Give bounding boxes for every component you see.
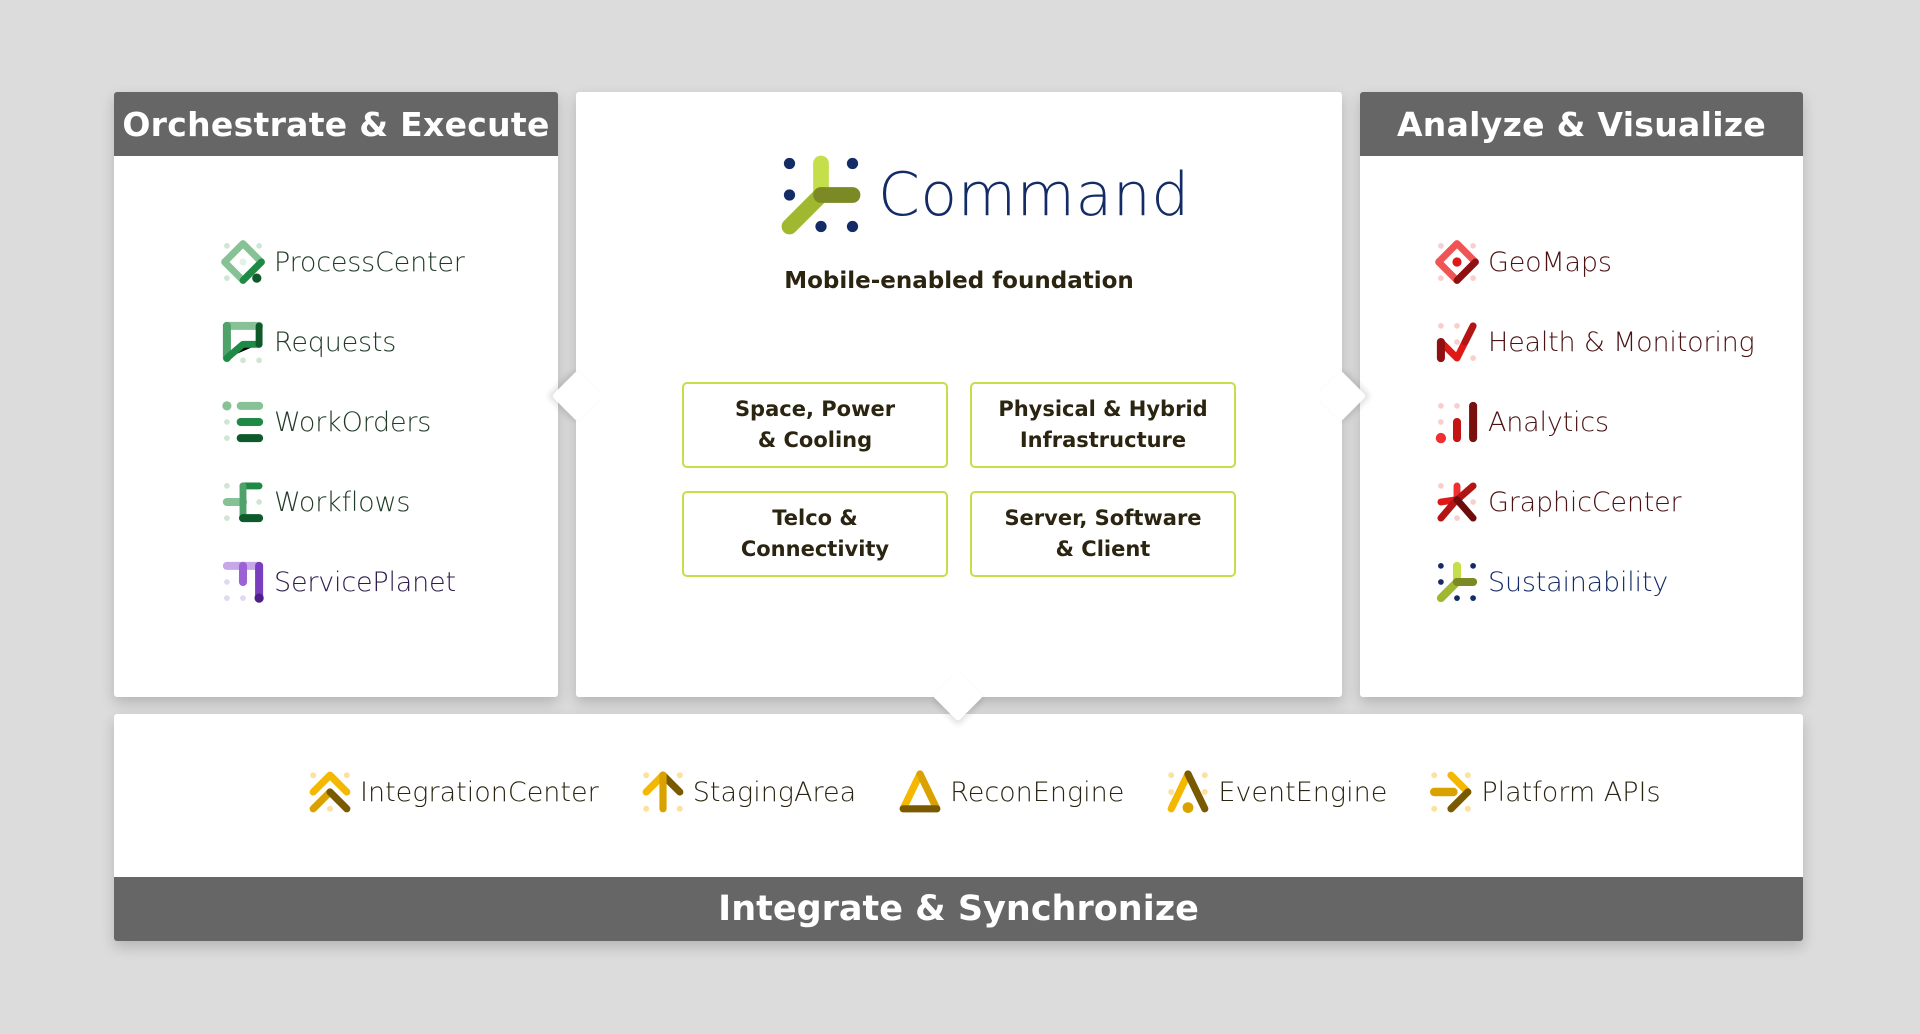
- processcenter-label: ProcessCenter: [274, 246, 465, 278]
- command-logo-icon: [781, 155, 861, 235]
- tile-server-software-client[interactable]: Server, Software & Client: [970, 491, 1236, 577]
- list-item-requests[interactable]: Requests: [220, 302, 465, 382]
- platform-apis-label: Platform APIs: [1481, 776, 1661, 808]
- processcenter-icon: [221, 240, 265, 284]
- geomaps-label: GeoMaps: [1488, 246, 1612, 278]
- orchestrate-list: ProcessCenter Requests WorkOrders: [220, 222, 465, 622]
- list-item-geomaps[interactable]: GeoMaps: [1434, 222, 1755, 302]
- health-monitoring-icon: [1436, 322, 1477, 363]
- workorders-label: WorkOrders: [274, 406, 432, 438]
- analyze-visualize-panel: Analyze & Visualize GeoMaps Health & Mon…: [1360, 92, 1803, 697]
- analyze-visualize-title: Analyze & Visualize: [1360, 92, 1803, 156]
- list-item-workflows[interactable]: Workflows: [220, 462, 465, 542]
- requests-icon: [222, 321, 264, 364]
- serviceplanet-icon: [222, 561, 264, 603]
- list-item-reconengine[interactable]: ReconEngine: [896, 768, 1124, 816]
- integrate-synchronize-title: Integrate & Synchronize: [114, 877, 1803, 941]
- command-logo: Command: [776, 150, 1190, 240]
- health-monitoring-label: Health & Monitoring: [1488, 326, 1755, 358]
- tile-space-power-cooling[interactable]: Space, Power & Cooling: [682, 382, 948, 468]
- orchestrate-execute-panel: Orchestrate & Execute ProcessCenter Requ…: [114, 92, 558, 697]
- list-item-sustainability[interactable]: Sustainability: [1434, 542, 1755, 622]
- sustainability-label: Sustainability: [1488, 566, 1669, 598]
- reconengine-label: ReconEngine: [950, 776, 1125, 808]
- analytics-label: Analytics: [1488, 406, 1609, 438]
- analyze-list: GeoMaps Health & Monitoring Analytics: [1434, 222, 1755, 622]
- stagingarea-icon: [642, 771, 684, 813]
- list-item-eventengine[interactable]: EventEngine: [1164, 768, 1387, 816]
- reconengine-icon: [899, 770, 941, 813]
- workorders-icon: [222, 401, 264, 443]
- stagingarea-label: StagingArea: [692, 776, 857, 808]
- integrationcenter-icon: [309, 771, 351, 813]
- orchestrate-execute-title: Orchestrate & Execute: [114, 92, 558, 156]
- integrate-list: IntegrationCenter StagingArea ReconEngin…: [306, 768, 1701, 816]
- analytics-icon: [1435, 401, 1478, 444]
- graphiccenter-icon: [1437, 482, 1477, 522]
- list-item-stagingarea[interactable]: StagingArea: [639, 768, 856, 816]
- list-item-processcenter[interactable]: ProcessCenter: [220, 222, 465, 302]
- tile-physical-hybrid-infrastructure[interactable]: Physical & Hybrid Infrastructure: [970, 382, 1236, 468]
- serviceplanet-label: ServicePlanet: [274, 566, 456, 598]
- geomaps-icon: [1435, 240, 1479, 284]
- requests-label: Requests: [274, 326, 397, 358]
- workflows-icon: [222, 482, 264, 523]
- list-item-graphiccenter[interactable]: GraphicCenter: [1434, 462, 1755, 542]
- workflows-label: Workflows: [274, 486, 411, 518]
- eventengine-icon: [1167, 770, 1209, 813]
- eventengine-label: EventEngine: [1218, 776, 1388, 808]
- list-item-platform-apis[interactable]: Platform APIs: [1427, 768, 1661, 816]
- list-item-workorders[interactable]: WorkOrders: [220, 382, 465, 462]
- sustainability-icon: [1436, 561, 1478, 603]
- graphiccenter-label: GraphicCenter: [1488, 486, 1682, 518]
- command-panel: Command Mobile-enabled foundation Space,…: [576, 92, 1342, 697]
- command-subtitle: Mobile-enabled foundation: [784, 268, 1134, 294]
- integrate-synchronize-panel: IntegrationCenter StagingArea ReconEngin…: [114, 714, 1803, 941]
- platform-apis-icon: [1430, 771, 1472, 813]
- command-product-name: Command: [878, 160, 1190, 230]
- list-item-health-monitoring[interactable]: Health & Monitoring: [1434, 302, 1755, 382]
- list-item-analytics[interactable]: Analytics: [1434, 382, 1755, 462]
- list-item-integrationcenter[interactable]: IntegrationCenter: [306, 768, 599, 816]
- tile-telco-connectivity[interactable]: Telco & Connectivity: [682, 491, 948, 577]
- integrationcenter-label: IntegrationCenter: [360, 776, 599, 808]
- list-item-serviceplanet[interactable]: ServicePlanet: [220, 542, 465, 622]
